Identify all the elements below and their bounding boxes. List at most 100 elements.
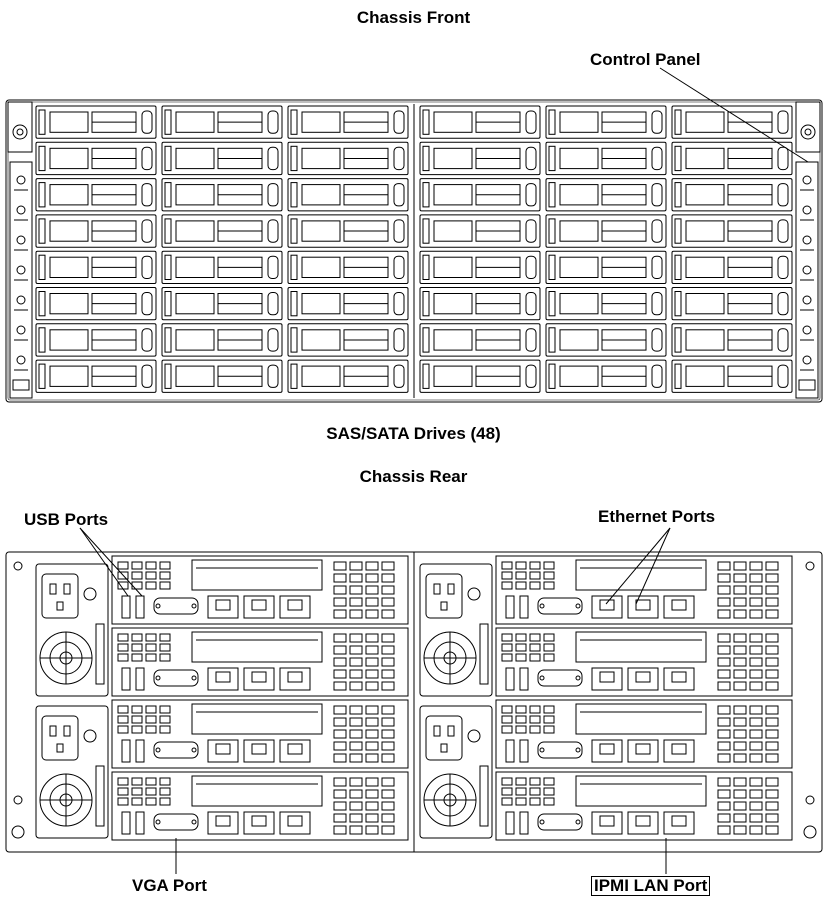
drive-vent [559, 256, 599, 279]
drive-tray [287, 287, 409, 321]
vga-screw [191, 603, 197, 609]
node-vent [159, 633, 171, 642]
node-vent [349, 669, 363, 679]
node-vent [529, 571, 541, 580]
drive-vent [433, 365, 473, 387]
usb-port [519, 667, 529, 691]
node-vent [333, 633, 347, 643]
ac-pin [63, 583, 71, 595]
drive-tray [419, 178, 541, 212]
drive-bay [161, 323, 283, 357]
usb-port [519, 811, 529, 835]
node-vent [765, 609, 779, 619]
node-vent [543, 715, 555, 724]
node-vent [381, 705, 395, 715]
drive-tray [545, 141, 667, 176]
vga-screw [575, 747, 581, 753]
node-vent [749, 825, 763, 835]
ac-pin [447, 725, 455, 737]
node-vent [333, 657, 347, 667]
node-vent [349, 741, 363, 751]
drive-release-latch [393, 255, 405, 280]
lan-port [591, 667, 623, 691]
node-vent [515, 715, 527, 724]
drive-tray-handle [164, 363, 172, 389]
node-vent [749, 729, 763, 739]
node-vent [749, 657, 763, 667]
lan-port-socket [287, 743, 303, 755]
panel-latch [12, 379, 30, 391]
drive-release-latch [393, 110, 405, 134]
ac-pin [440, 601, 448, 611]
node-vent [117, 705, 129, 714]
ethernet-ports-label: Ethernet Ports [598, 507, 716, 526]
node-vent [717, 657, 731, 667]
node-vent [515, 777, 527, 786]
node-vent [501, 561, 513, 570]
lan-port-socket [287, 599, 303, 611]
node-vent [333, 597, 347, 607]
node-vent [717, 825, 731, 835]
drive-vent [49, 111, 89, 133]
drive-vent [685, 220, 725, 242]
drive-tray [545, 214, 667, 248]
usb-port [519, 595, 529, 619]
psu-led [467, 587, 481, 601]
drive-vent [49, 184, 89, 206]
drive-tray-handle [548, 363, 556, 389]
drive-vent [559, 111, 599, 133]
lan-port [591, 739, 623, 763]
vga-port [153, 741, 199, 759]
node-vent [333, 705, 347, 715]
usb-port [505, 739, 515, 763]
node-vent [159, 797, 171, 806]
drive-bays [35, 104, 793, 398]
drive-bay [545, 141, 667, 176]
node-vent [765, 813, 779, 823]
node-vent [501, 643, 513, 652]
usb-port [135, 595, 145, 619]
drive-tray-handle [290, 182, 298, 208]
node-vent [349, 657, 363, 667]
drive-vent [175, 293, 215, 315]
node-vent [529, 633, 541, 642]
rear-screw [11, 825, 25, 839]
node-vent [365, 705, 379, 715]
usb-pointer [79, 527, 143, 597]
node-vent [749, 585, 763, 595]
drive-bay [287, 287, 409, 321]
lan-port-socket [599, 815, 615, 827]
lan-port-socket [287, 671, 303, 683]
usb-port [505, 667, 515, 691]
node-tray [495, 771, 793, 841]
node-vent [145, 633, 157, 642]
drive-release-latch [777, 110, 789, 134]
node-vent [529, 705, 541, 714]
server-node [495, 627, 793, 697]
node-vent [543, 643, 555, 652]
drive-tray [671, 141, 793, 176]
chassis-front [5, 99, 823, 403]
node-vent [765, 717, 779, 727]
node-vent [529, 715, 541, 724]
node-vent [543, 787, 555, 796]
node-vent [159, 643, 171, 652]
node-vent [717, 813, 731, 823]
node-vent [117, 797, 129, 806]
node-vent [717, 801, 731, 811]
drive-tray [545, 250, 667, 284]
node-vent [117, 777, 129, 786]
drive-vent [301, 220, 341, 242]
node-vent [765, 705, 779, 715]
lan-port-socket [251, 671, 267, 683]
vga-port [537, 813, 583, 831]
vga-screw [191, 747, 197, 753]
lan-port [207, 811, 239, 835]
node-vent [159, 725, 171, 734]
node-vent [159, 705, 171, 714]
node-vent [117, 725, 129, 734]
drive-tray-handle [164, 109, 172, 135]
drive-bay [419, 359, 541, 393]
lan-port-socket [251, 815, 267, 827]
drive-bay [287, 359, 409, 393]
